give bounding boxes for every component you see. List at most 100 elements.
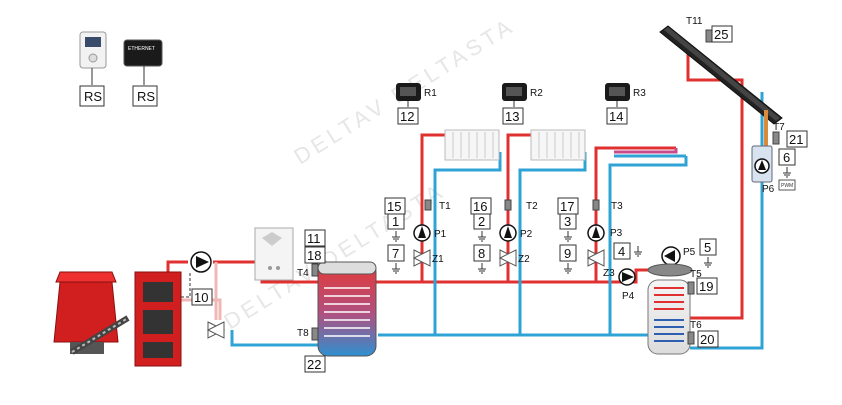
terminal-8: 8 bbox=[473, 244, 491, 262]
boiler-pump bbox=[190, 251, 212, 273]
pellet-boiler bbox=[53, 271, 182, 367]
terminal-16: 16 bbox=[470, 197, 492, 215]
solar-pump-station: P6 bbox=[751, 145, 775, 195]
terminal-label-3: 3 bbox=[564, 214, 571, 229]
terminal-25: 25 bbox=[711, 25, 733, 43]
terminal-label-4: 4 bbox=[618, 244, 625, 259]
pump-label-p2: P2 bbox=[520, 229, 533, 240]
pump-label-p5: P5 bbox=[683, 247, 696, 258]
buffer-tank bbox=[317, 261, 377, 357]
terminal-11: 11 bbox=[304, 229, 326, 247]
sensor-t3: T3 bbox=[592, 199, 623, 212]
terminal-label-19: 19 bbox=[699, 279, 713, 294]
boiler-return-pipes bbox=[170, 262, 222, 320]
rs-label-2: RS bbox=[137, 89, 155, 104]
room-panel-label-r3: R3 bbox=[633, 88, 646, 99]
rs-label-1: RS bbox=[84, 89, 102, 104]
sensor-label-t4: T4 bbox=[297, 268, 309, 279]
terminal-label-1: 1 bbox=[392, 214, 399, 229]
pump-p2: P2 bbox=[499, 224, 533, 242]
terminal-2: 2 bbox=[473, 212, 491, 230]
sensor-t2: T2 bbox=[504, 199, 538, 212]
terminal-label-17: 17 bbox=[560, 199, 574, 214]
terminal-label-15: 15 bbox=[387, 199, 401, 214]
terminal-20: 20 bbox=[697, 330, 719, 348]
terminal-label-25: 25 bbox=[714, 27, 728, 42]
room-panel-r2: R2 bbox=[502, 83, 543, 107]
pump-label-p4: P4 bbox=[622, 291, 635, 302]
boiler-sensor-wire bbox=[180, 273, 191, 298]
terminal-label-22: 22 bbox=[307, 357, 321, 372]
terminal-6: 6 bbox=[778, 148, 796, 166]
terminal-9: 9 bbox=[559, 244, 577, 262]
sensor-t4: T4 bbox=[297, 263, 319, 279]
supply-pipes bbox=[166, 43, 744, 320]
terminal-1: 1 bbox=[387, 212, 405, 230]
terminal-15: 15 bbox=[384, 197, 406, 215]
underfloor-heating-loop bbox=[614, 146, 686, 158]
dhw-tank bbox=[647, 263, 693, 355]
terminal-14: 14 bbox=[606, 107, 628, 125]
room-panel-label-r1: R1 bbox=[424, 88, 437, 99]
sensor-label-t3: T3 bbox=[611, 201, 623, 212]
terminal-label-12: 12 bbox=[400, 109, 414, 124]
terminal-label-20: 20 bbox=[700, 332, 714, 347]
terminal-7: 7 bbox=[387, 244, 405, 262]
dhw-tank-coils bbox=[654, 287, 684, 342]
ground-symbols bbox=[392, 167, 791, 274]
return-pipes bbox=[230, 92, 764, 350]
terminal-19: 19 bbox=[696, 277, 718, 295]
terminal-17: 17 bbox=[557, 197, 579, 215]
pump-label-p6: P6 bbox=[762, 184, 775, 195]
pump-p3: P3 bbox=[587, 224, 623, 242]
sensor-t11: T11 bbox=[686, 16, 713, 43]
terminal-label-18: 18 bbox=[307, 248, 321, 263]
terminal-5: 5 bbox=[699, 238, 717, 256]
room-controller-device bbox=[79, 31, 107, 69]
terminal-3: 3 bbox=[559, 212, 577, 230]
terminal-label-8: 8 bbox=[478, 246, 485, 261]
terminal-label-10: 10 bbox=[194, 290, 208, 305]
terminal-label-21: 21 bbox=[789, 132, 803, 147]
solar-collector bbox=[659, 25, 783, 125]
pwm-label: PWM bbox=[781, 183, 793, 189]
sensor-t5: T5 bbox=[687, 269, 702, 295]
buffer-tank-coil bbox=[324, 287, 370, 337]
sensor-t1: T1 bbox=[424, 199, 451, 212]
room-panel-label-r2: R2 bbox=[530, 88, 543, 99]
mixing-valve-z1: Z1 bbox=[412, 249, 444, 267]
radiator-1 bbox=[444, 129, 500, 161]
rs-port-box-1: RS bbox=[79, 85, 105, 107]
sensor-label-t6: T6 bbox=[690, 320, 702, 331]
sensor-label-t1: T1 bbox=[439, 201, 451, 212]
room-panel-r3: R3 bbox=[605, 83, 646, 107]
pump-p5: P5 bbox=[661, 246, 696, 266]
pump-label-p3: P3 bbox=[610, 228, 623, 239]
mixing-valve-z2: Z2 bbox=[498, 249, 530, 267]
terminal-12: 12 bbox=[397, 107, 419, 125]
pump-label-p1: P1 bbox=[434, 229, 447, 240]
terminal-label-6: 6 bbox=[783, 150, 790, 165]
terminal-label-5: 5 bbox=[704, 240, 711, 255]
terminal-22: 22 bbox=[304, 355, 326, 373]
pump-p4: P4 bbox=[618, 268, 636, 302]
gas-boiler-unit bbox=[254, 227, 294, 281]
radiator-2 bbox=[530, 129, 586, 161]
terminal-label-2: 2 bbox=[478, 214, 485, 229]
terminal-13: 13 bbox=[502, 107, 524, 125]
terminal-label-16: 16 bbox=[473, 199, 487, 214]
room-panel-r1: R1 bbox=[396, 83, 437, 107]
terminal-18: 18 bbox=[304, 246, 326, 264]
ethernet-module: ETHERNET bbox=[123, 39, 163, 67]
terminal-label-14: 14 bbox=[609, 109, 623, 124]
rs-port-box-2: RS bbox=[132, 85, 158, 107]
terminal-4: 4 bbox=[613, 242, 631, 260]
pwm-box: PWM bbox=[778, 179, 796, 191]
sensor-t6: T6 bbox=[687, 320, 702, 345]
terminal-10: 10 bbox=[191, 288, 213, 306]
sensor-label-t8: T8 bbox=[297, 328, 309, 339]
valve-label-z2: Z2 bbox=[518, 254, 530, 265]
sensor-t8: T8 bbox=[297, 327, 319, 341]
terminal-21: 21 bbox=[786, 130, 808, 148]
sensor-t7: T7 bbox=[772, 122, 785, 145]
